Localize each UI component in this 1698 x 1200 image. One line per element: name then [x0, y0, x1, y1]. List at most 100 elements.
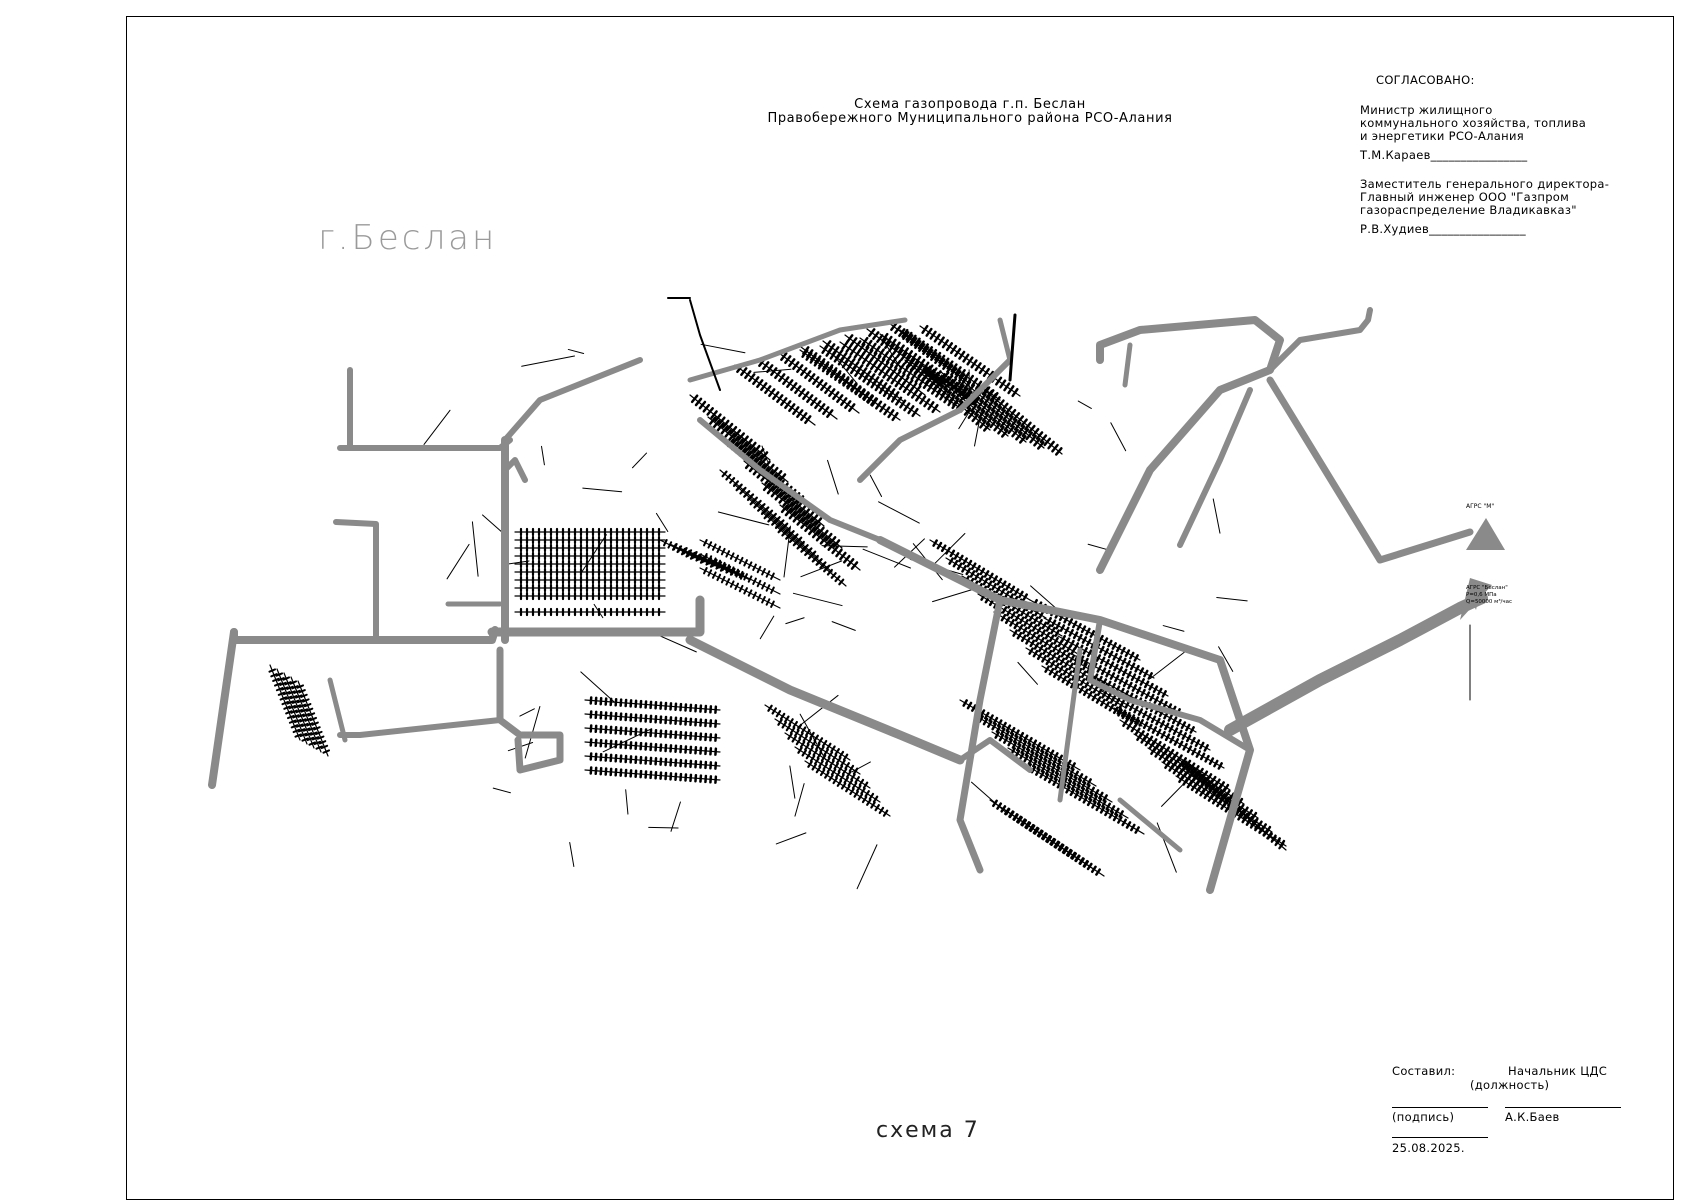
pipe-segment-1168 — [834, 748, 840, 756]
pipe-segment-1672 — [1024, 748, 1031, 757]
pipe-segment-1154 — [775, 710, 782, 718]
pipe-segment-1426 — [1100, 698, 1106, 707]
pipe-segment-1465 — [1064, 626, 1070, 635]
pipe-segment-2077 — [300, 693, 308, 698]
pipe-segment-1686 — [1085, 784, 1091, 792]
pipe-segment-471 — [954, 390, 963, 400]
pipe-segment-972 — [699, 567, 781, 609]
pipe-segment-1675 — [1037, 756, 1044, 765]
pipe-segment-1501 — [1126, 670, 1132, 679]
pipe-segment-2143 — [670, 801, 681, 832]
pipe-segment-1453 — [1107, 639, 1113, 648]
pipe-segment-280 — [830, 368, 838, 379]
pipe-segment-2028 — [277, 677, 285, 682]
pipe-segment-419 — [929, 330, 937, 340]
pipe-segment-17 — [800, 412, 808, 422]
pipe-segment-2139 — [958, 409, 971, 430]
pipe-segment-2080 — [305, 707, 314, 712]
pipe-segment-930 — [709, 559, 751, 581]
pipe-segment-1635 — [1066, 759, 1072, 768]
pipe-segment-138 — [906, 334, 914, 344]
pipe-segment-472 — [958, 394, 967, 403]
pipe-segment-2037 — [294, 718, 302, 724]
pipe-segment-1180 — [810, 740, 817, 748]
pipe-segment-1935 — [1236, 806, 1243, 814]
pipe-segment-1678 — [1050, 763, 1057, 772]
pipe-segment-423 — [945, 342, 954, 352]
pipe-segment-2121 — [482, 514, 504, 534]
drawing-title: Схема газопровода г.п. Беслан Правобереж… — [700, 98, 1240, 126]
pipe-segment-1194 — [795, 738, 802, 746]
pipe-segment-606 — [767, 515, 774, 523]
pipe-segment-429 — [970, 359, 978, 369]
pipe-segment-907 — [683, 547, 688, 555]
pipe-segment-397 — [917, 340, 925, 350]
pipe-segment-184 — [751, 451, 760, 460]
pipe-segment-975 — [711, 571, 717, 579]
pipe-segment-1621 — [1005, 724, 1012, 733]
pipe-segment-1358 — [1056, 647, 1062, 655]
pipe-segment-2123 — [941, 374, 948, 394]
pipe-segment-2107 — [632, 452, 648, 469]
pipe-segment-1687 — [1089, 786, 1095, 795]
pipe-segment-1236 — [824, 771, 830, 779]
pipe-segment-1494 — [1095, 654, 1102, 662]
pipe-segment-1193 — [791, 735, 797, 743]
pipe-segment-2079 — [303, 703, 312, 708]
pipe-segment-425 — [954, 347, 962, 357]
pipe-segment-342 — [927, 401, 935, 411]
pipe-segment-2001 — [1061, 846, 1068, 854]
pipe-segment-393 — [901, 328, 909, 338]
pipe-segment-481 — [993, 422, 1001, 432]
pipe-segment-1639 — [982, 717, 989, 726]
pipe-segment-467 — [939, 378, 947, 387]
pipe-segment-931 — [713, 559, 718, 567]
pipe-segment-123 — [900, 352, 908, 362]
pipe-segment-1458 — [1129, 651, 1135, 660]
pipe-segment-1070 — [584, 741, 721, 753]
pipe-segment-966 — [747, 575, 753, 583]
pipe-segment-2158 — [656, 633, 697, 653]
pipe-segment-1380 — [1068, 662, 1074, 671]
pipe-segment-976 — [716, 573, 722, 582]
pipe-segment-1995 — [1036, 829, 1043, 837]
pipe-segment-504 — [1015, 431, 1023, 441]
pipe-segment-1521 — [1118, 676, 1124, 685]
pipe-segment-1395 — [1049, 660, 1056, 668]
pipe-segment-1721 — [1035, 768, 1041, 776]
pipe-segment-1213 — [801, 749, 807, 757]
pipe-segment-186 — [759, 457, 767, 467]
pipe-segment-1346 — [1004, 616, 1011, 625]
pipe-segment-1775 — [1148, 741, 1155, 750]
pipe-segment-1723 — [1043, 773, 1050, 781]
signature-rule-right — [1505, 1107, 1621, 1108]
pipe-segment-399 — [925, 346, 934, 356]
pipe-segment-636 — [826, 568, 833, 576]
pipe-segment-1692 — [1010, 747, 1016, 755]
pipe-segment-1913 — [1209, 783, 1216, 791]
pipe-segment-1696 — [1027, 757, 1034, 765]
pipe-segment-1641 — [991, 722, 997, 731]
pipe-segment-1283 — [982, 577, 989, 586]
pipe-segment-516 — [994, 406, 1003, 415]
pipe-segment-2014 — [274, 682, 282, 687]
pipe-segment-546 — [1043, 437, 1052, 447]
pipe-segment-944 — [725, 550, 731, 558]
pipe-segment-1378 — [1059, 657, 1066, 666]
pipe-segment-1652 — [1038, 750, 1045, 759]
pipe-segment-1413 — [1044, 665, 1050, 673]
pipe-segment-51 — [828, 388, 836, 398]
pipe-segment-444 — [917, 369, 926, 378]
pipe-segment-445 — [921, 372, 929, 381]
pipe-segment-375 — [905, 350, 914, 360]
pipe-segment-469 — [946, 384, 955, 394]
pipe-segment-245 — [809, 520, 817, 529]
pipe-segment-1201 — [825, 757, 831, 765]
pipe-segment-553 — [729, 477, 736, 484]
pipe-segment-1595 — [1156, 728, 1162, 737]
pipe-segment-1651 — [1034, 747, 1041, 756]
pipe-segment-1479 — [1125, 660, 1131, 668]
pipe-segment-2036 — [292, 714, 300, 719]
pipe-segment-1192 — [787, 732, 793, 740]
pipe-segment-1153 — [771, 707, 777, 715]
